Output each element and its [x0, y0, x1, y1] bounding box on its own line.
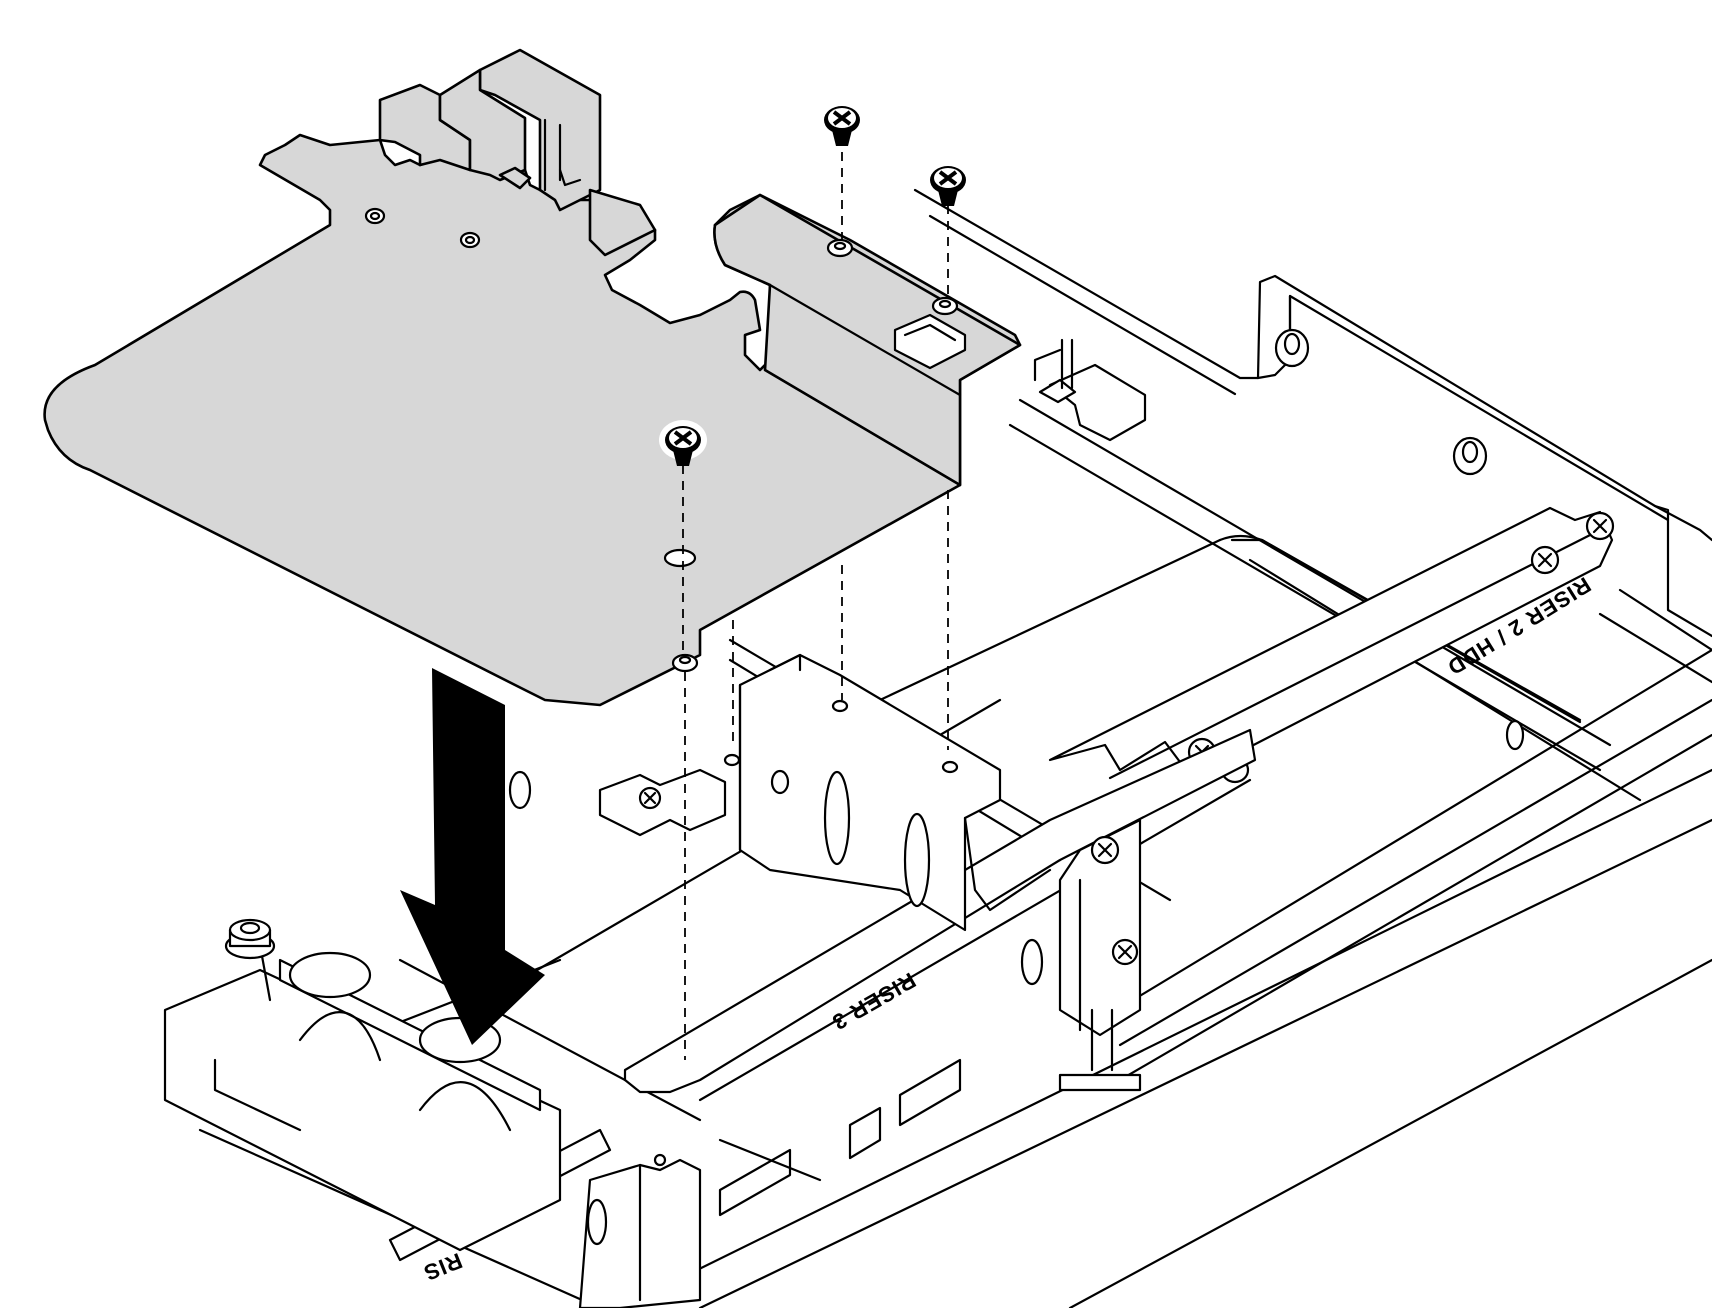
alignment-guides — [682, 152, 949, 1060]
baffle-plate — [43, 48, 1022, 707]
screw-icon — [659, 420, 707, 466]
riser-partial-label: RIS — [420, 1248, 466, 1286]
screw-icon — [930, 166, 966, 206]
down-arrow-icon — [400, 668, 545, 1045]
screw-icon — [824, 106, 860, 146]
